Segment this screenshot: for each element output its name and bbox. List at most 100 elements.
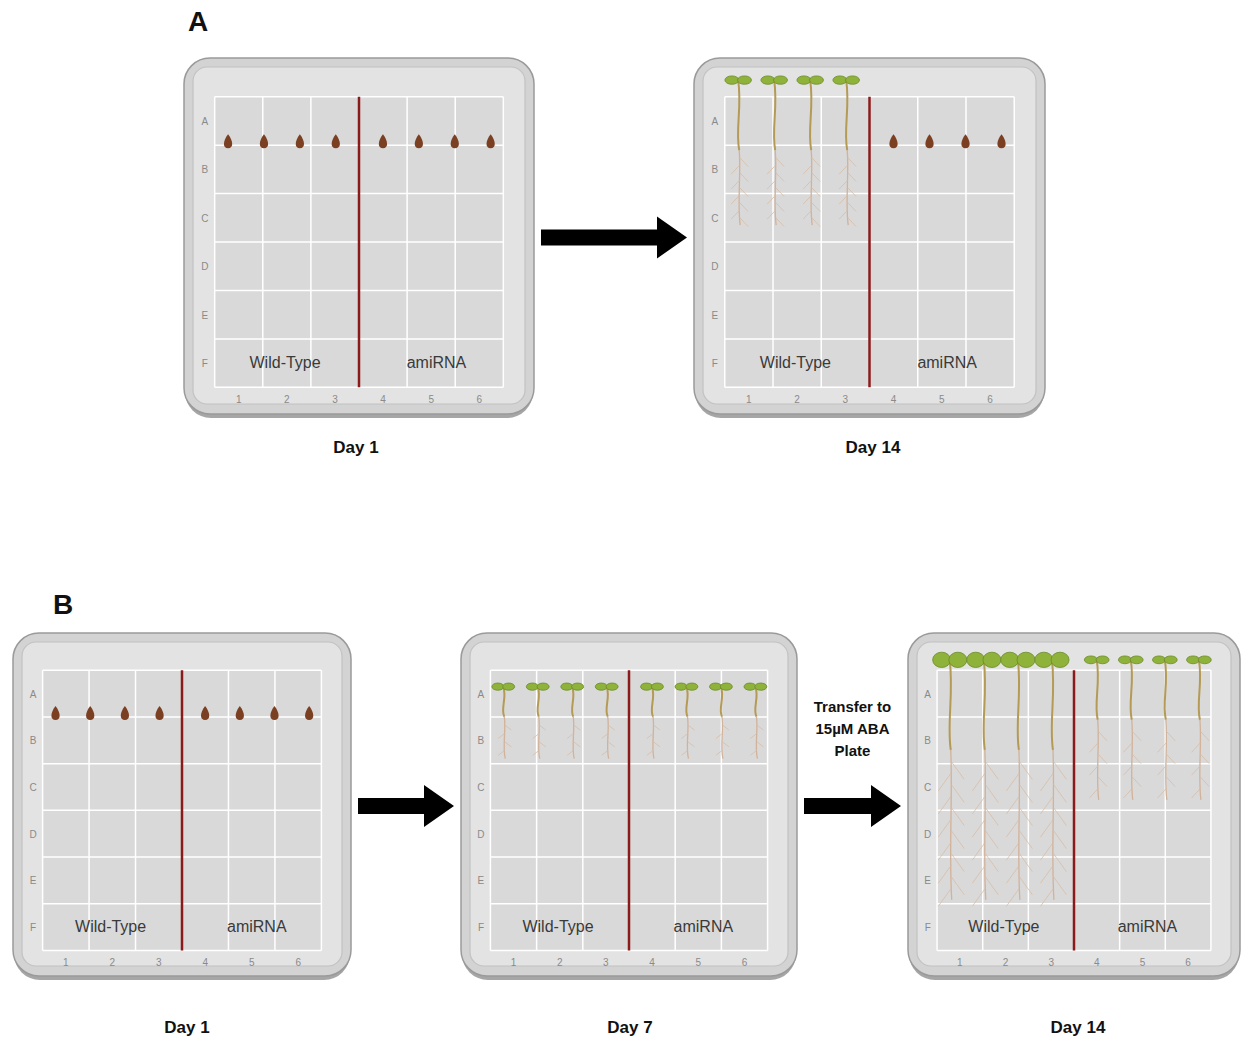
hypocotyl <box>846 80 848 150</box>
cotyledon <box>983 652 1001 667</box>
lateral-root <box>1098 777 1107 787</box>
cotyledon <box>1017 652 1035 667</box>
lateral-root <box>688 725 695 730</box>
lateral-root <box>647 750 654 755</box>
cotyledon <box>833 76 847 84</box>
root <box>608 717 609 759</box>
genotype-label: amiRNA <box>1118 918 1178 936</box>
lateral-root <box>1040 865 1053 883</box>
cotyledon <box>1187 656 1200 664</box>
lateral-root <box>731 180 740 189</box>
cotyledon <box>1118 656 1131 664</box>
lateral-root <box>574 725 581 730</box>
cotyledon <box>949 652 967 667</box>
lateral-root <box>767 180 776 189</box>
plate-inner <box>703 67 1036 404</box>
seed <box>236 706 244 720</box>
seed <box>224 134 232 148</box>
lateral-root <box>938 888 951 906</box>
lateral-root <box>498 750 505 755</box>
grid-column-number: 2 <box>284 394 290 405</box>
hypocotyl <box>1018 660 1020 750</box>
hypocotyl <box>1199 660 1201 720</box>
lateral-root <box>722 742 729 747</box>
day-label: Day 14 <box>1051 1018 1106 1038</box>
lateral-root <box>750 733 757 738</box>
day-label: Day 1 <box>333 438 378 458</box>
grid-column-number: 1 <box>236 394 242 405</box>
lateral-root <box>1040 796 1053 814</box>
lateral-root <box>716 733 723 738</box>
seed <box>155 706 163 720</box>
grid-row-letter: F <box>30 922 36 933</box>
divider-line <box>868 97 871 388</box>
lateral-root <box>1158 766 1167 776</box>
lateral-root <box>848 173 857 182</box>
plate-drawing <box>460 632 798 980</box>
lateral-root <box>767 210 776 219</box>
lateral-root <box>803 165 812 174</box>
grid-column-number: 1 <box>511 956 517 967</box>
lateral-root <box>1166 754 1175 764</box>
grid-ground <box>490 670 767 950</box>
lateral-root <box>803 195 812 204</box>
plate-contents <box>492 683 767 759</box>
seed <box>270 706 278 720</box>
lateral-root <box>1166 777 1175 787</box>
lateral-root <box>767 165 776 174</box>
lateral-root <box>776 158 785 167</box>
plate-inner <box>917 642 1231 966</box>
genotype-label: amiRNA <box>917 354 977 372</box>
lateral-root <box>1019 784 1032 802</box>
root <box>653 717 654 759</box>
cotyledon <box>572 683 584 690</box>
cotyledon <box>492 683 504 690</box>
lateral-root <box>839 195 848 204</box>
cotyledon <box>710 683 722 690</box>
seed <box>415 134 423 148</box>
lateral-root <box>1040 819 1053 837</box>
lateral-root <box>1053 854 1066 872</box>
grid-column-number: 3 <box>1048 956 1054 967</box>
plate-shadow <box>14 636 350 980</box>
grid-row-letter: B <box>30 735 37 746</box>
grid-line <box>767 670 769 950</box>
lateral-root <box>938 842 951 860</box>
lateral-root <box>776 203 785 212</box>
block-arrow <box>358 785 454 827</box>
cotyledon <box>503 683 515 690</box>
lateral-root <box>938 796 951 814</box>
lateral-root <box>647 733 654 738</box>
grid-column-number: 6 <box>476 394 482 405</box>
lateral-root <box>505 742 512 747</box>
hypocotyl <box>503 687 505 717</box>
grid-line <box>917 97 919 388</box>
petri-plate: Wild-TypeamiRNA <box>693 57 1046 418</box>
grid-row-letter: F <box>202 358 208 369</box>
cotyledon <box>1096 656 1109 664</box>
lateral-root <box>533 733 540 738</box>
lateral-root <box>602 750 609 755</box>
plate-inner <box>193 67 525 404</box>
lateral-root <box>1019 761 1032 779</box>
grid-column-number: 2 <box>794 394 800 405</box>
grid-column-number: 3 <box>332 394 338 405</box>
lateral-root <box>740 188 749 197</box>
hypocotyl <box>1165 660 1167 720</box>
genotype-label: Wild-Type <box>75 918 146 936</box>
cotyledon <box>773 76 787 84</box>
grid-line <box>1013 97 1015 388</box>
cotyledon <box>967 652 985 667</box>
grid-line <box>181 670 183 950</box>
grid-ground <box>937 670 1211 950</box>
seed <box>961 134 969 148</box>
cotyledon <box>809 76 823 84</box>
seed <box>260 134 268 148</box>
lateral-root <box>1040 842 1053 860</box>
seed <box>305 706 313 720</box>
cotyledon <box>686 683 698 690</box>
grid-column-number: 6 <box>987 394 993 405</box>
lateral-root <box>839 165 848 174</box>
seed <box>379 134 387 148</box>
lateral-root <box>574 742 581 747</box>
